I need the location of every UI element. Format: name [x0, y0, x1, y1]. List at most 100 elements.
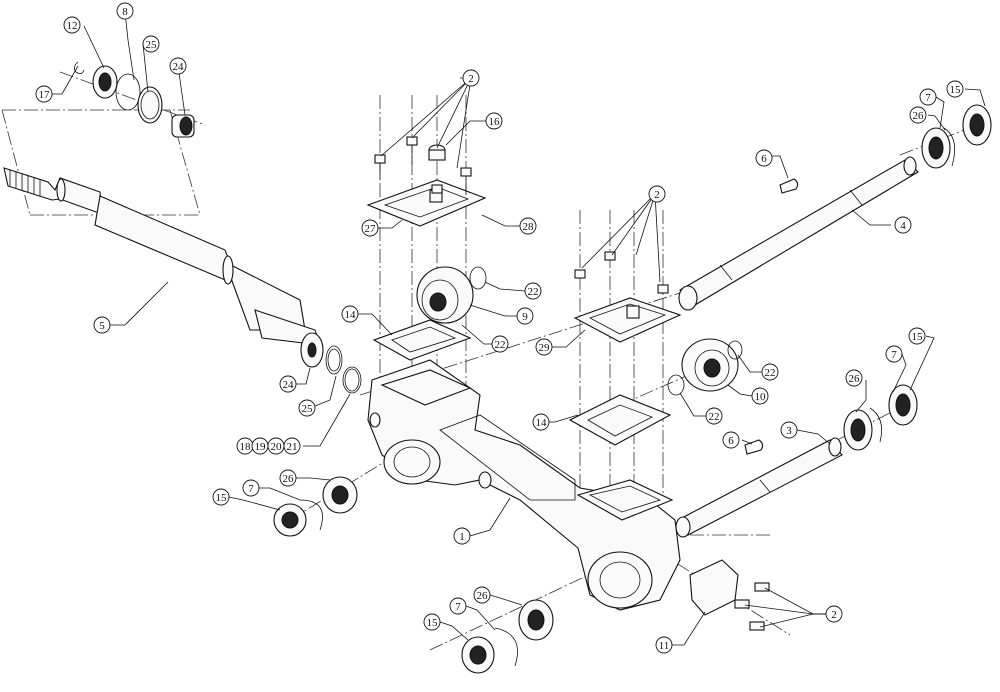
- svg-text:22: 22: [709, 411, 720, 423]
- callout-15-upper: 15: [946, 80, 964, 98]
- svg-text:26: 26: [283, 473, 295, 485]
- svg-text:27: 27: [365, 223, 377, 235]
- svg-text:7: 7: [891, 349, 897, 361]
- callout-12: 12: [63, 16, 81, 34]
- callout-3: 3: [780, 421, 798, 439]
- callout-26-upper: 26: [909, 106, 927, 124]
- bolts-upper-left: [374, 136, 472, 195]
- callout-9: 9: [516, 307, 534, 325]
- svg-text:25: 25: [302, 403, 314, 415]
- callout-15-right: 15: [908, 327, 926, 345]
- callout-26-right: 26: [845, 369, 863, 387]
- cover-plate-29: [573, 297, 682, 343]
- leader-lines: [52, 11, 986, 646]
- gear-bearing-10: [667, 338, 743, 396]
- svg-text:7: 7: [248, 483, 254, 495]
- callout-15-bottom: 15: [423, 613, 441, 631]
- callout-14-a: 14: [341, 305, 359, 323]
- svg-text:16: 16: [489, 116, 501, 128]
- svg-text:20: 20: [271, 441, 283, 453]
- svg-text:14: 14: [536, 417, 548, 429]
- callout-20: 20: [267, 437, 285, 455]
- right-upper-bearings: [921, 104, 992, 169]
- callout-2-c: 2: [825, 605, 843, 623]
- key-6-lower: [744, 439, 764, 455]
- svg-text:6: 6: [761, 153, 767, 165]
- svg-text:14: 14: [345, 309, 357, 321]
- svg-text:10: 10: [755, 391, 767, 403]
- svg-text:2: 2: [831, 609, 837, 621]
- svg-text:15: 15: [427, 617, 439, 629]
- svg-text:7: 7: [455, 601, 461, 613]
- callout-19: 19: [251, 437, 269, 455]
- callout-16: 16: [485, 112, 503, 130]
- output-shaft-5: [3, 167, 321, 346]
- right-lower-bearings: [843, 384, 918, 451]
- svg-text:29: 29: [539, 342, 551, 354]
- callout-24-top: 24: [169, 57, 187, 75]
- callout-10: 10: [751, 387, 769, 405]
- callout-17: 17: [35, 85, 53, 103]
- svg-text:8: 8: [122, 6, 128, 18]
- callout-24-lower: 24: [279, 375, 297, 393]
- callout-8: 8: [116, 2, 134, 20]
- snap-rings-18-21: [342, 366, 362, 394]
- callout-balloons: 12 8 25 24 17 2 16 27 28 22 9 22 14 5 24…: [35, 2, 964, 654]
- callout-4: 4: [894, 216, 912, 234]
- callout-25-top: 25: [142, 35, 160, 53]
- callout-29: 29: [535, 338, 553, 356]
- key-6-upper: [779, 178, 799, 194]
- callout-7-right: 7: [885, 345, 903, 363]
- seal-25-lower: [325, 345, 343, 375]
- callout-7-bottom: 7: [449, 597, 467, 615]
- left-bearing-group: [273, 476, 358, 537]
- top-left-bearing-group: [74, 61, 195, 138]
- svg-text:7: 7: [925, 92, 931, 104]
- svg-text:17: 17: [39, 89, 51, 101]
- callout-22-d: 22: [705, 407, 723, 425]
- shaft-4: [678, 156, 919, 311]
- svg-text:2: 2: [468, 73, 474, 85]
- svg-text:12: 12: [67, 20, 78, 32]
- shaft-3: [675, 437, 843, 538]
- svg-text:2: 2: [654, 189, 660, 201]
- svg-text:22: 22: [528, 286, 539, 298]
- callout-27: 27: [361, 219, 379, 237]
- center-lines: [1, 71, 991, 651]
- callout-2-a: 2: [462, 69, 480, 87]
- callout-11: 11: [655, 636, 673, 654]
- callout-14-b: 14: [532, 413, 550, 431]
- svg-text:1: 1: [459, 531, 465, 543]
- callout-26-left: 26: [279, 469, 297, 487]
- callout-6-lower: 6: [722, 431, 740, 449]
- svg-text:15: 15: [912, 331, 924, 343]
- callout-2-b: 2: [648, 185, 666, 203]
- callout-7-left: 7: [242, 479, 260, 497]
- bolts-upper-right: [574, 251, 669, 294]
- callout-7-upper: 7: [919, 88, 937, 106]
- svg-text:24: 24: [283, 379, 295, 391]
- svg-text:22: 22: [765, 367, 776, 379]
- callout-26-bottom: 26: [473, 586, 491, 604]
- gasket-14-lower: [568, 394, 672, 446]
- svg-text:3: 3: [786, 425, 792, 437]
- callout-22-a: 22: [524, 282, 542, 300]
- gearbox-housing-1: [367, 359, 681, 611]
- callout-21: 21: [283, 437, 301, 455]
- bottom-bearing-group: [461, 599, 554, 674]
- svg-text:11: 11: [659, 640, 670, 652]
- svg-text:4: 4: [900, 220, 906, 232]
- svg-text:21: 21: [287, 441, 298, 453]
- end-cover-11: [689, 559, 770, 631]
- svg-text:25: 25: [146, 39, 158, 51]
- svg-text:6: 6: [728, 435, 734, 447]
- svg-text:5: 5: [99, 320, 105, 332]
- callout-1: 1: [453, 527, 471, 545]
- svg-text:15: 15: [950, 84, 962, 96]
- callout-25-lower: 25: [298, 399, 316, 417]
- cover-plate-27: [366, 179, 487, 227]
- callout-6-upper: 6: [755, 149, 773, 167]
- svg-text:15: 15: [216, 492, 228, 504]
- callout-28: 28: [519, 217, 537, 235]
